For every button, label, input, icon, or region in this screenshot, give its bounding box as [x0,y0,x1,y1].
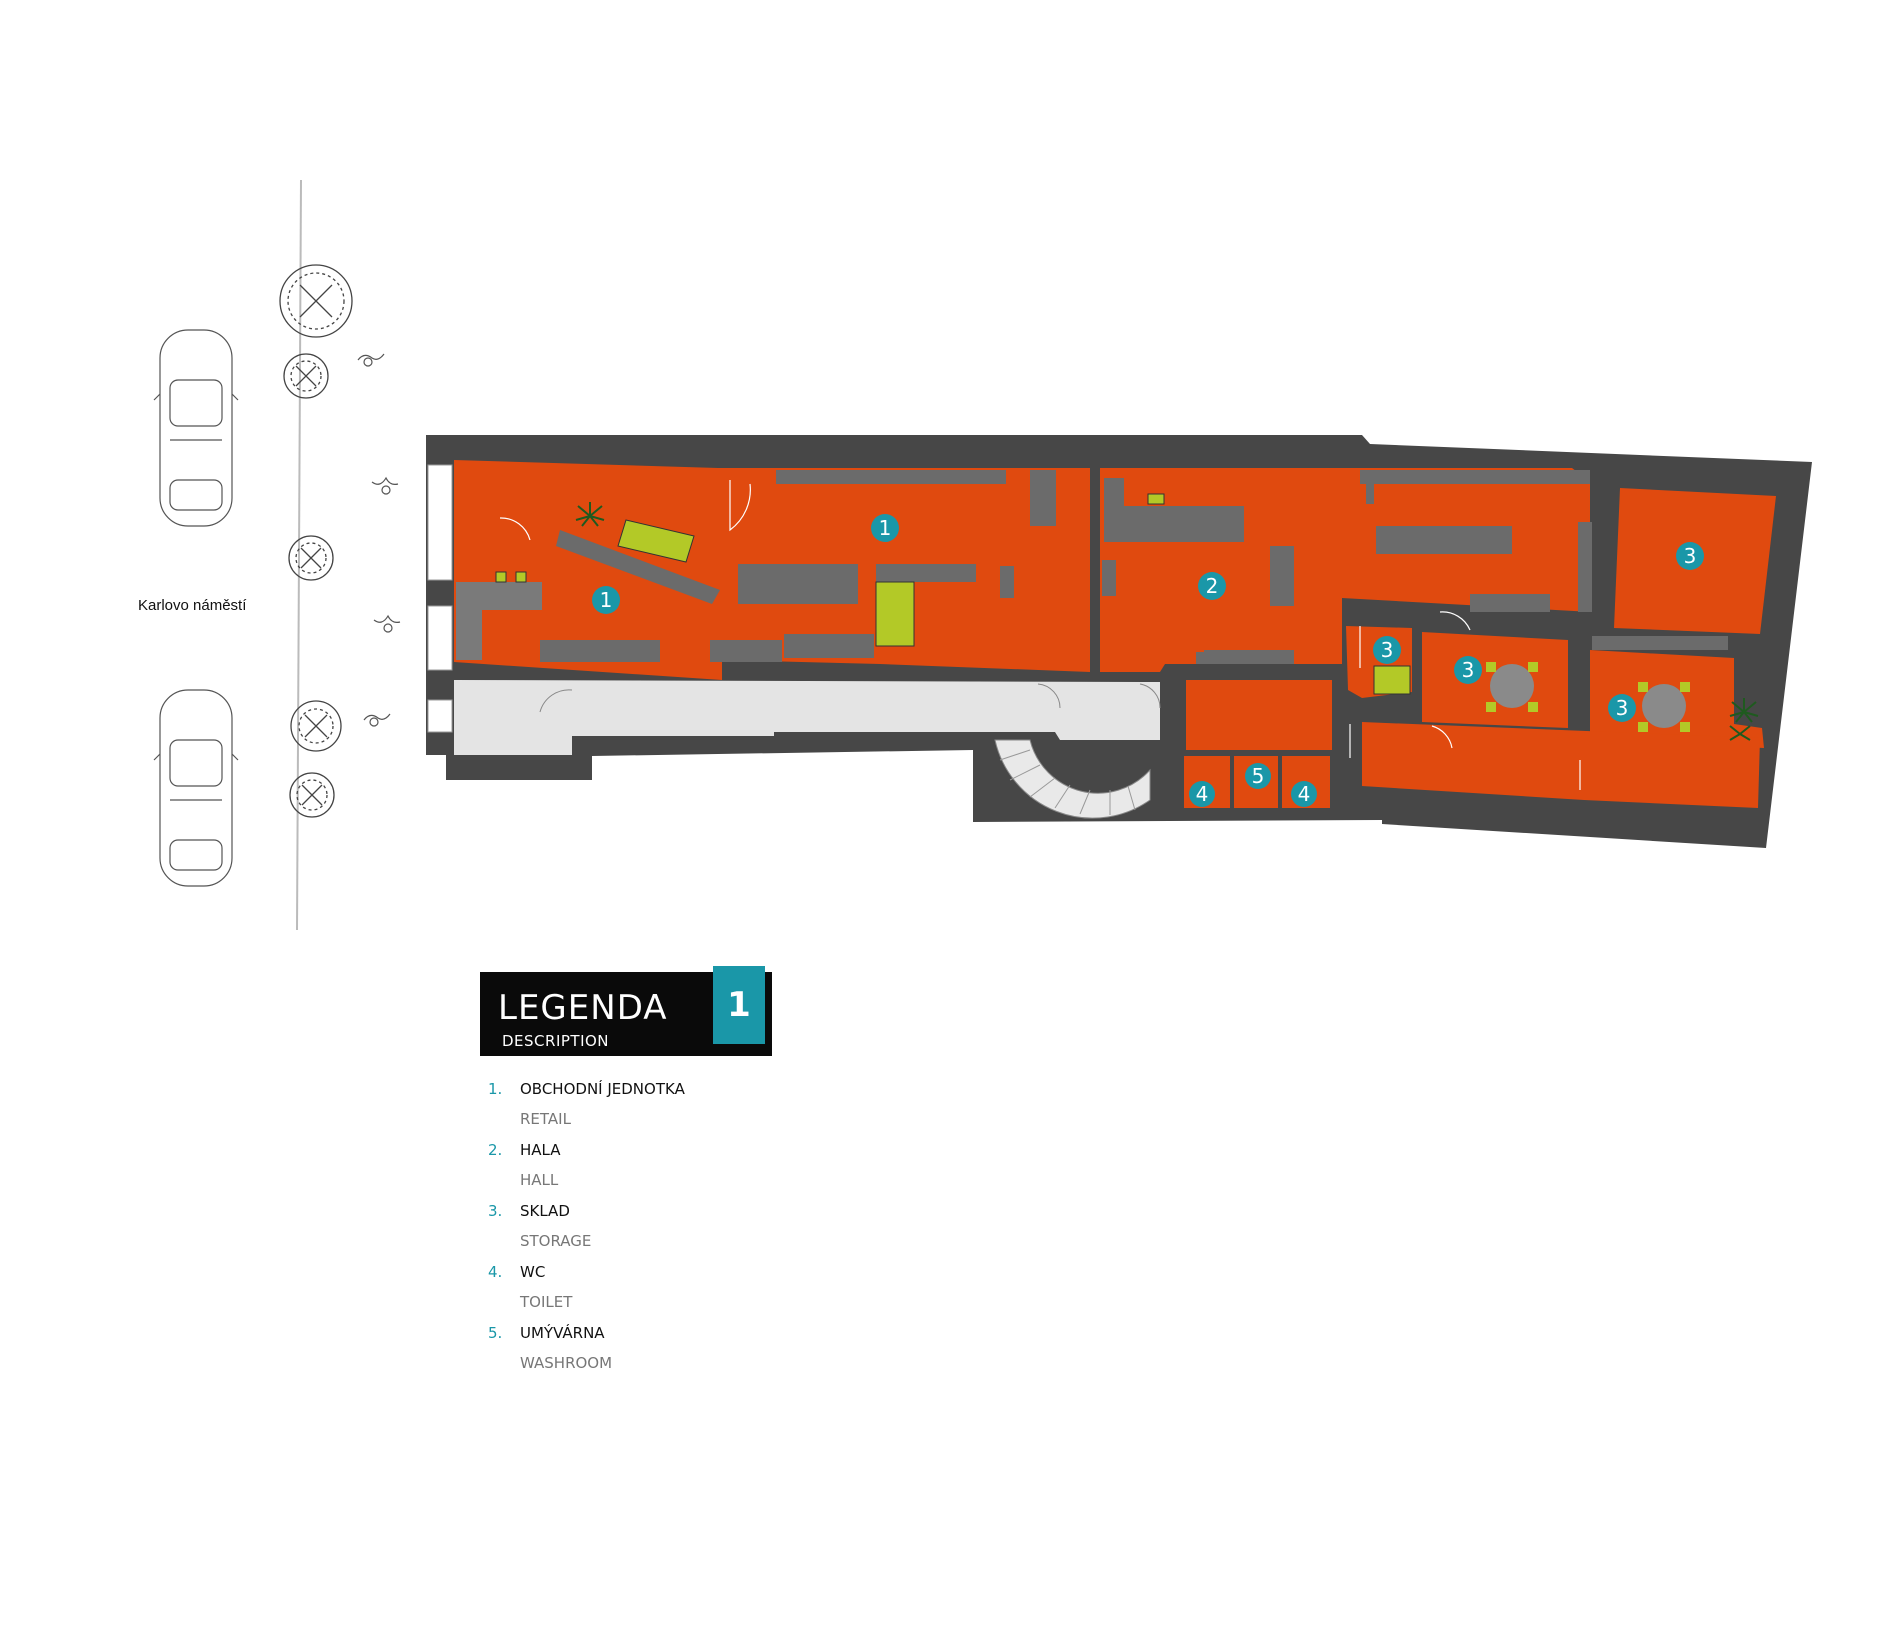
room-marker-label: 3 [1462,658,1475,682]
legend-item-number: 4. [488,1263,503,1281]
tree-icon [288,535,334,581]
room-marker: 4 [1189,781,1215,807]
door-swings [499,480,1581,790]
legend-subtitle: DESCRIPTION [502,1032,610,1050]
legend-item-number: 5. [488,1324,503,1342]
room-marker-label: 3 [1684,544,1697,568]
room-marker: 3 [1676,542,1704,570]
room-marker-label: 1 [600,588,613,612]
room-marker-label: 4 [1196,782,1209,806]
pedestrian-icon [363,713,391,727]
street-edge-line [296,179,302,931]
room-marker-circle [1245,763,1271,789]
room-marker-label: 3 [1616,696,1629,720]
legend-item-label-cz: WC [520,1263,546,1281]
room-marker: 3 [1373,636,1401,664]
plant-icon [575,502,1759,741]
legend-item-number: 3. [488,1202,503,1220]
room-marker: 3 [1454,656,1482,684]
car-icon [153,329,239,527]
room-marker-circle [592,586,620,614]
tree-icon [290,700,342,752]
room-marker: 1 [592,586,620,614]
meeting-table [1486,662,1690,732]
pedestrian-icon [371,476,399,495]
spiral-staircase [994,739,1151,819]
legend-title: LEGENDA [498,988,668,1028]
room-marker: 1 [871,514,899,542]
tree-icon [289,772,335,818]
room-marker-circle [1608,694,1636,722]
legend-floor-number: 1 [713,966,765,1044]
room-markers: 1 1 2 3 3 3 3 4 5 4 [592,514,1704,807]
room-marker-label: 1 [879,516,892,540]
room-marker-circle [871,514,899,542]
tree-icon [283,353,329,399]
desk [456,582,542,660]
legend-item-label-cz: UMÝVÁRNA [520,1324,605,1342]
street-name-label: Karlovo náměstí [138,597,247,614]
legend-item-label-en: RETAIL [520,1110,571,1128]
partition-walls [1090,468,1342,808]
room-marker: 2 [1198,572,1226,600]
facade-windows [427,464,453,733]
room-wc-lobby [1182,680,1332,750]
room-storage-corridor [1362,722,1760,808]
room-marker-circle [1373,636,1401,664]
room-marker-circle [1676,542,1704,570]
room-marker-label: 5 [1252,764,1265,788]
corridor [454,680,1160,755]
legend-item-label-en: HALL [520,1171,559,1189]
room-marker-circle [1291,781,1317,807]
room-marker: 5 [1245,763,1271,789]
car-icon [153,689,239,887]
legend-item-label-cz: SKLAD [520,1202,570,1220]
room-marker-label: 3 [1381,638,1394,662]
legend-item-number: 1. [488,1080,503,1098]
room-marker: 3 [1608,694,1636,722]
room-marker-circle [1189,781,1215,807]
legend-item-label-en: WASHROOM [520,1354,613,1372]
sofa [495,493,1411,695]
tree-icon [279,264,353,338]
room-marker-label: 4 [1298,782,1311,806]
room-marker-circle [1454,656,1482,684]
room-marker-circle [1198,572,1226,600]
furniture [540,470,1728,664]
legend-item-label-cz: HALA [520,1141,561,1159]
pedestrian-icon [357,353,385,367]
legend-item-label-en: TOILET [520,1293,573,1311]
legend-item-label-cz: OBCHODNÍ JEDNOTKA [520,1080,685,1098]
legend-item-label-en: STORAGE [520,1232,592,1250]
pedestrian-icon [373,614,401,633]
legend-item-number: 2. [488,1141,503,1159]
room-marker: 4 [1291,781,1317,807]
door-swings-corridor [539,683,1161,713]
room-retail-front [454,460,722,680]
room-marker-label: 2 [1206,574,1219,598]
